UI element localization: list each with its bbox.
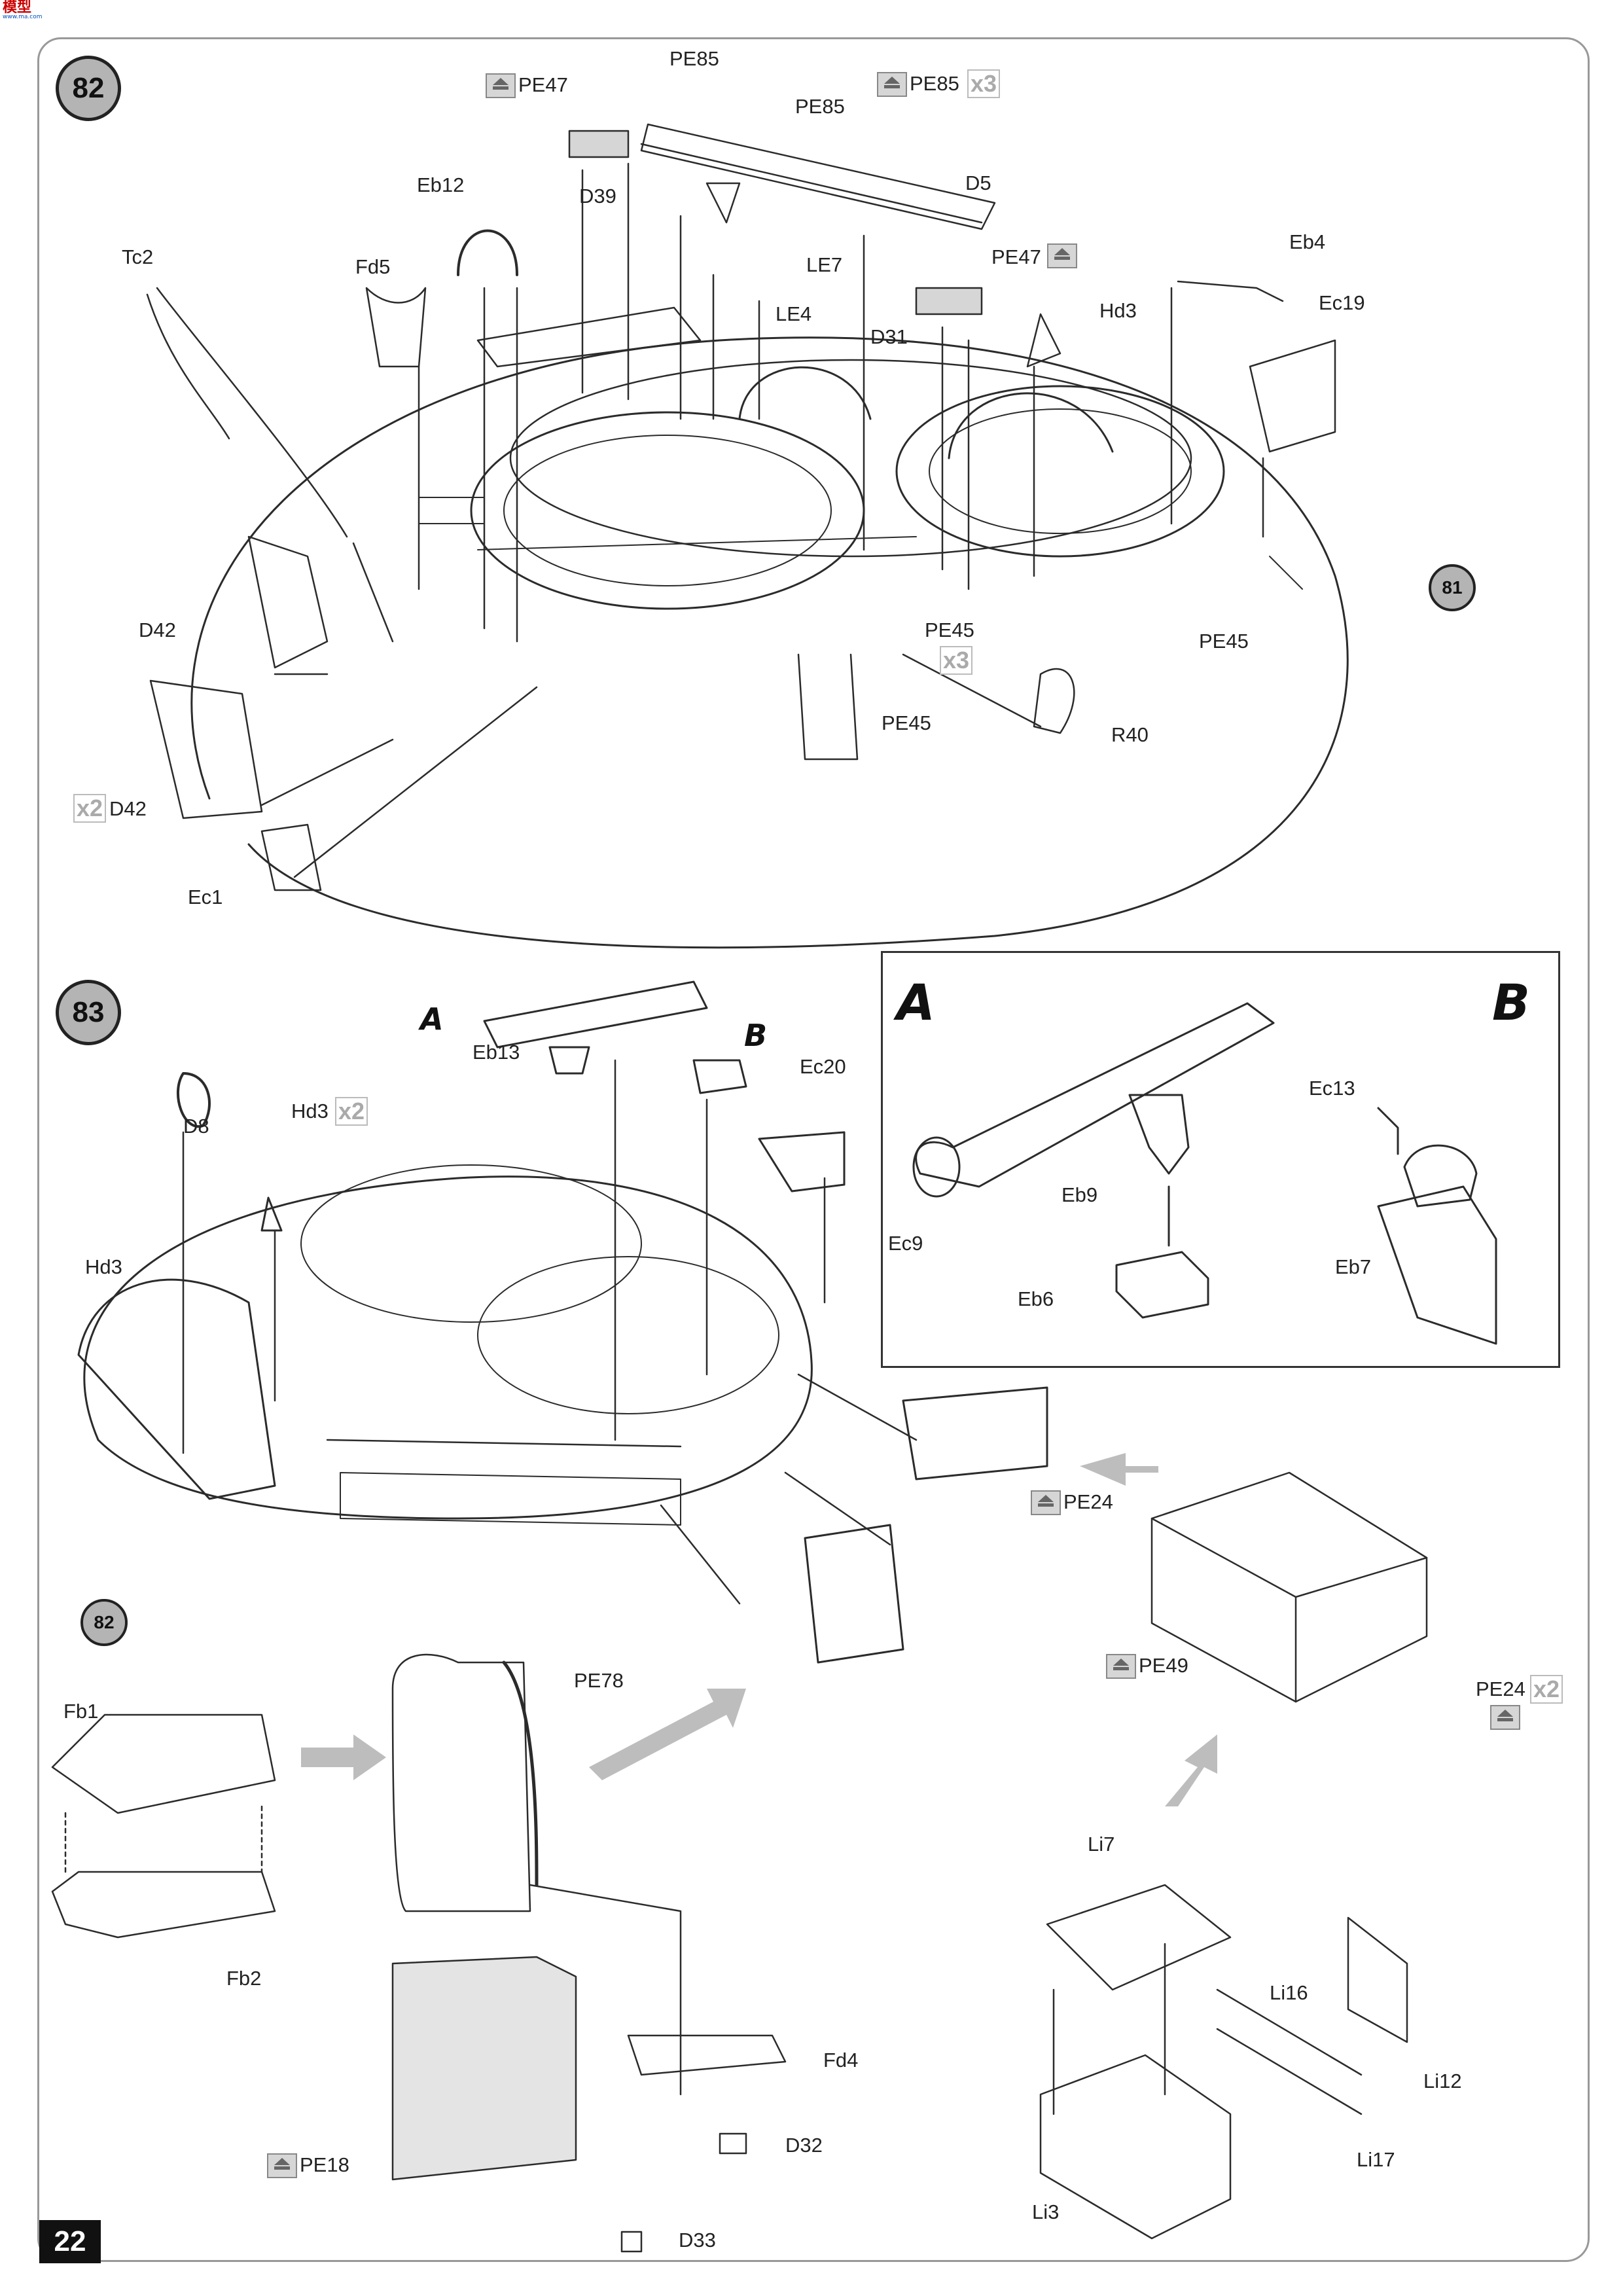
photo-etch-icon [1490,1705,1520,1730]
step83-leaders [182,1059,918,1605]
part-label: Eb9 [1061,1183,1098,1206]
part-label: PE47 [991,245,1041,268]
part-label: Li3 [1032,2200,1060,2223]
inset-detail-box [881,951,1560,1368]
part-label: Ec9 [888,1232,923,1255]
part-label: D8 [183,1115,209,1138]
flow-arrows [301,1453,1217,1806]
fuel-can-parts [51,1653,787,2253]
part-label: Fb1 [63,1700,99,1723]
inset-letter: A [897,973,935,1031]
part-label: Hd3 [85,1255,122,1278]
part-label: Hd3 [1099,299,1137,322]
part-label: PE45 [882,711,931,734]
step-badge-83: 83 [56,980,121,1045]
photo-etch-icon [1047,243,1077,268]
part-label: Tc2 [122,245,154,268]
part-label: D32 [785,2134,823,2157]
multiplier-badge: x2 [335,1097,368,1126]
part-label: Li17 [1357,2148,1395,2171]
part-label: D5 [965,171,991,194]
part-label: PE85 [910,72,959,95]
photo-etch-icon [1031,1490,1061,1515]
inset-drawing [912,1002,1497,1345]
photo-etch-icon [877,72,907,97]
turret-dome-83 [77,980,1048,1664]
watermark-url: www.ma.com [3,14,43,20]
page-number: 22 [39,2220,101,2263]
part-label: Ec19 [1319,291,1365,314]
part-label: PE47 [518,73,568,96]
part-label: D42 [139,619,176,641]
page-frame [37,37,1590,2262]
multiplier-badge: x2 [73,794,107,823]
part-label: Li12 [1423,2070,1462,2092]
part-label: Eb6 [1018,1287,1054,1310]
ref-badge-81: 81 [1429,564,1476,611]
part-label: D39 [579,185,616,207]
part-label: PE85 [669,47,719,70]
part-label: Ec1 [188,886,223,908]
part-label: Fd4 [823,2049,859,2072]
stowage-box-parts [1039,1471,1428,2240]
part-label: PE85 [795,95,845,118]
part-label: Ec13 [1309,1077,1355,1100]
callout-letter: A [420,1001,444,1037]
part-label: PE24 [1063,1490,1113,1513]
part-label: Li16 [1270,1981,1308,2004]
turret-dome-82 [190,123,1349,949]
part-label: Fd5 [355,255,391,278]
site-watermark: 模型 www.ma.com [3,1,42,20]
part-label: PE49 [1139,1654,1188,1677]
part-label: Ec20 [800,1055,846,1078]
step82-leaders [260,162,1264,878]
part-label: PE24 [1476,1677,1525,1700]
part-label: PE78 [574,1669,624,1692]
multiplier-badge: x2 [1530,1675,1563,1704]
photo-etch-icon [486,73,516,98]
part-label: Eb12 [417,173,465,196]
ref-badge-82: 82 [80,1599,128,1646]
part-label: LE4 [776,302,812,325]
photo-etch-icon [267,2153,297,2178]
callout-letter: B [744,1018,768,1053]
part-label: Eb4 [1289,230,1326,253]
part-label: Eb13 [473,1041,520,1064]
part-label: D31 [870,325,908,348]
part-label: D42 [109,797,147,820]
part-label: PE45 [1199,630,1249,653]
multiplier-badge: x3 [967,69,1001,98]
step-badge-82: 82 [56,56,121,121]
watermark-text: 模型 [3,0,32,16]
part-label: Hd3 [291,1100,329,1122]
multiplier-badge: x3 [940,646,973,675]
step82-parts [146,130,1336,891]
inset-letter: B [1492,973,1530,1031]
part-label: Eb7 [1335,1255,1372,1278]
photo-etch-icon [1106,1654,1136,1679]
part-label: PE18 [300,2153,349,2176]
part-label: D33 [679,2229,716,2251]
part-label: Fb2 [226,1967,262,1990]
part-label: PE45 [925,619,974,641]
part-label: Li7 [1088,1833,1115,1856]
part-label: LE7 [806,253,843,276]
part-label: R40 [1111,723,1149,746]
